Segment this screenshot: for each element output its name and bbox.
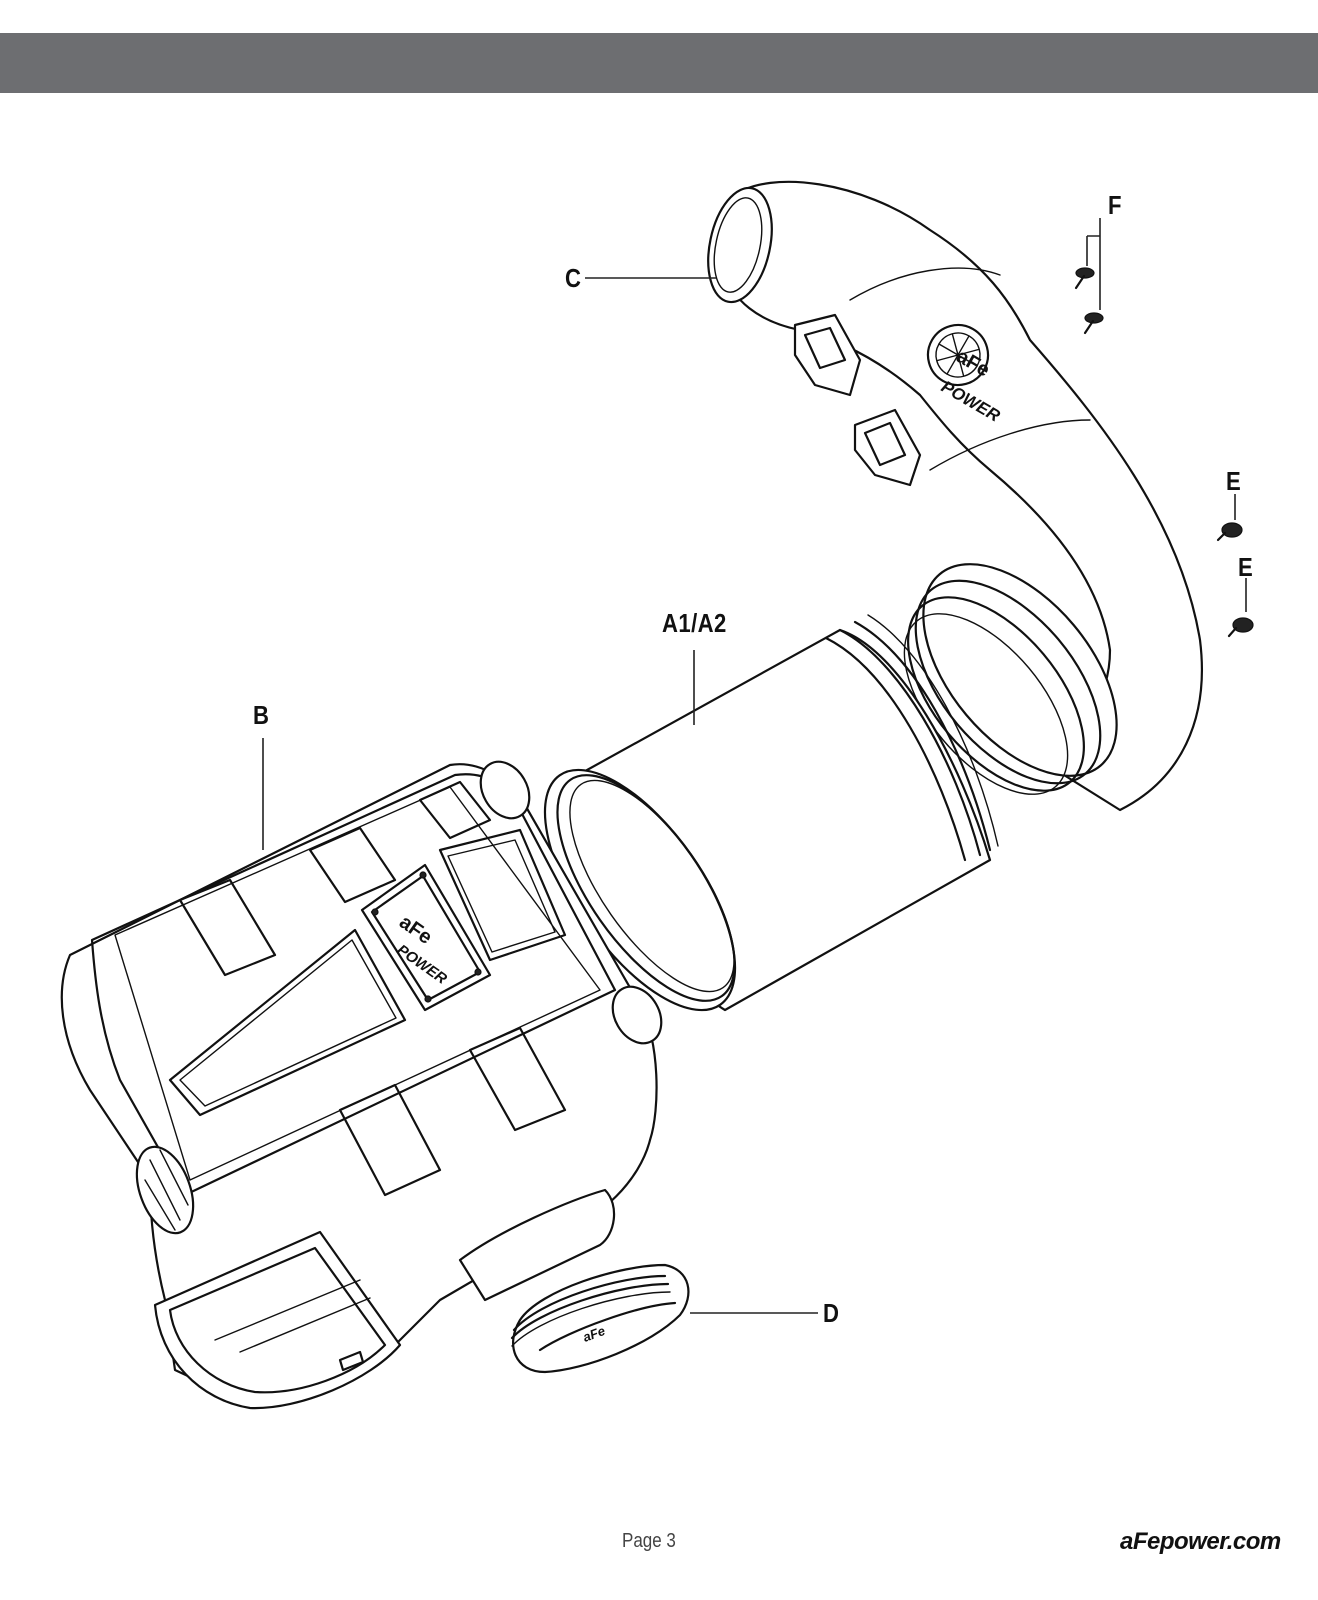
screws-f	[1074, 218, 1104, 335]
website-url[interactable]: aFepower.com	[1120, 1528, 1281, 1555]
callout-b: B	[253, 700, 270, 730]
callout-a1-a2: A1/A2	[662, 608, 727, 638]
air-filter-a	[543, 614, 999, 1012]
plug-d: aFe	[510, 1263, 690, 1374]
callout-c: C	[565, 263, 582, 293]
air-box-b: aFe POWER	[60, 760, 663, 1410]
page-number: Page 3	[622, 1530, 676, 1552]
callout-d: D	[823, 1298, 840, 1328]
plug-logo: aFe	[581, 1323, 607, 1345]
callout-e-upper: E	[1226, 466, 1242, 496]
header-bar	[0, 33, 1318, 93]
callout-e-lower: E	[1238, 552, 1254, 582]
bolts-e	[1216, 494, 1254, 638]
callout-f: F	[1108, 190, 1122, 220]
